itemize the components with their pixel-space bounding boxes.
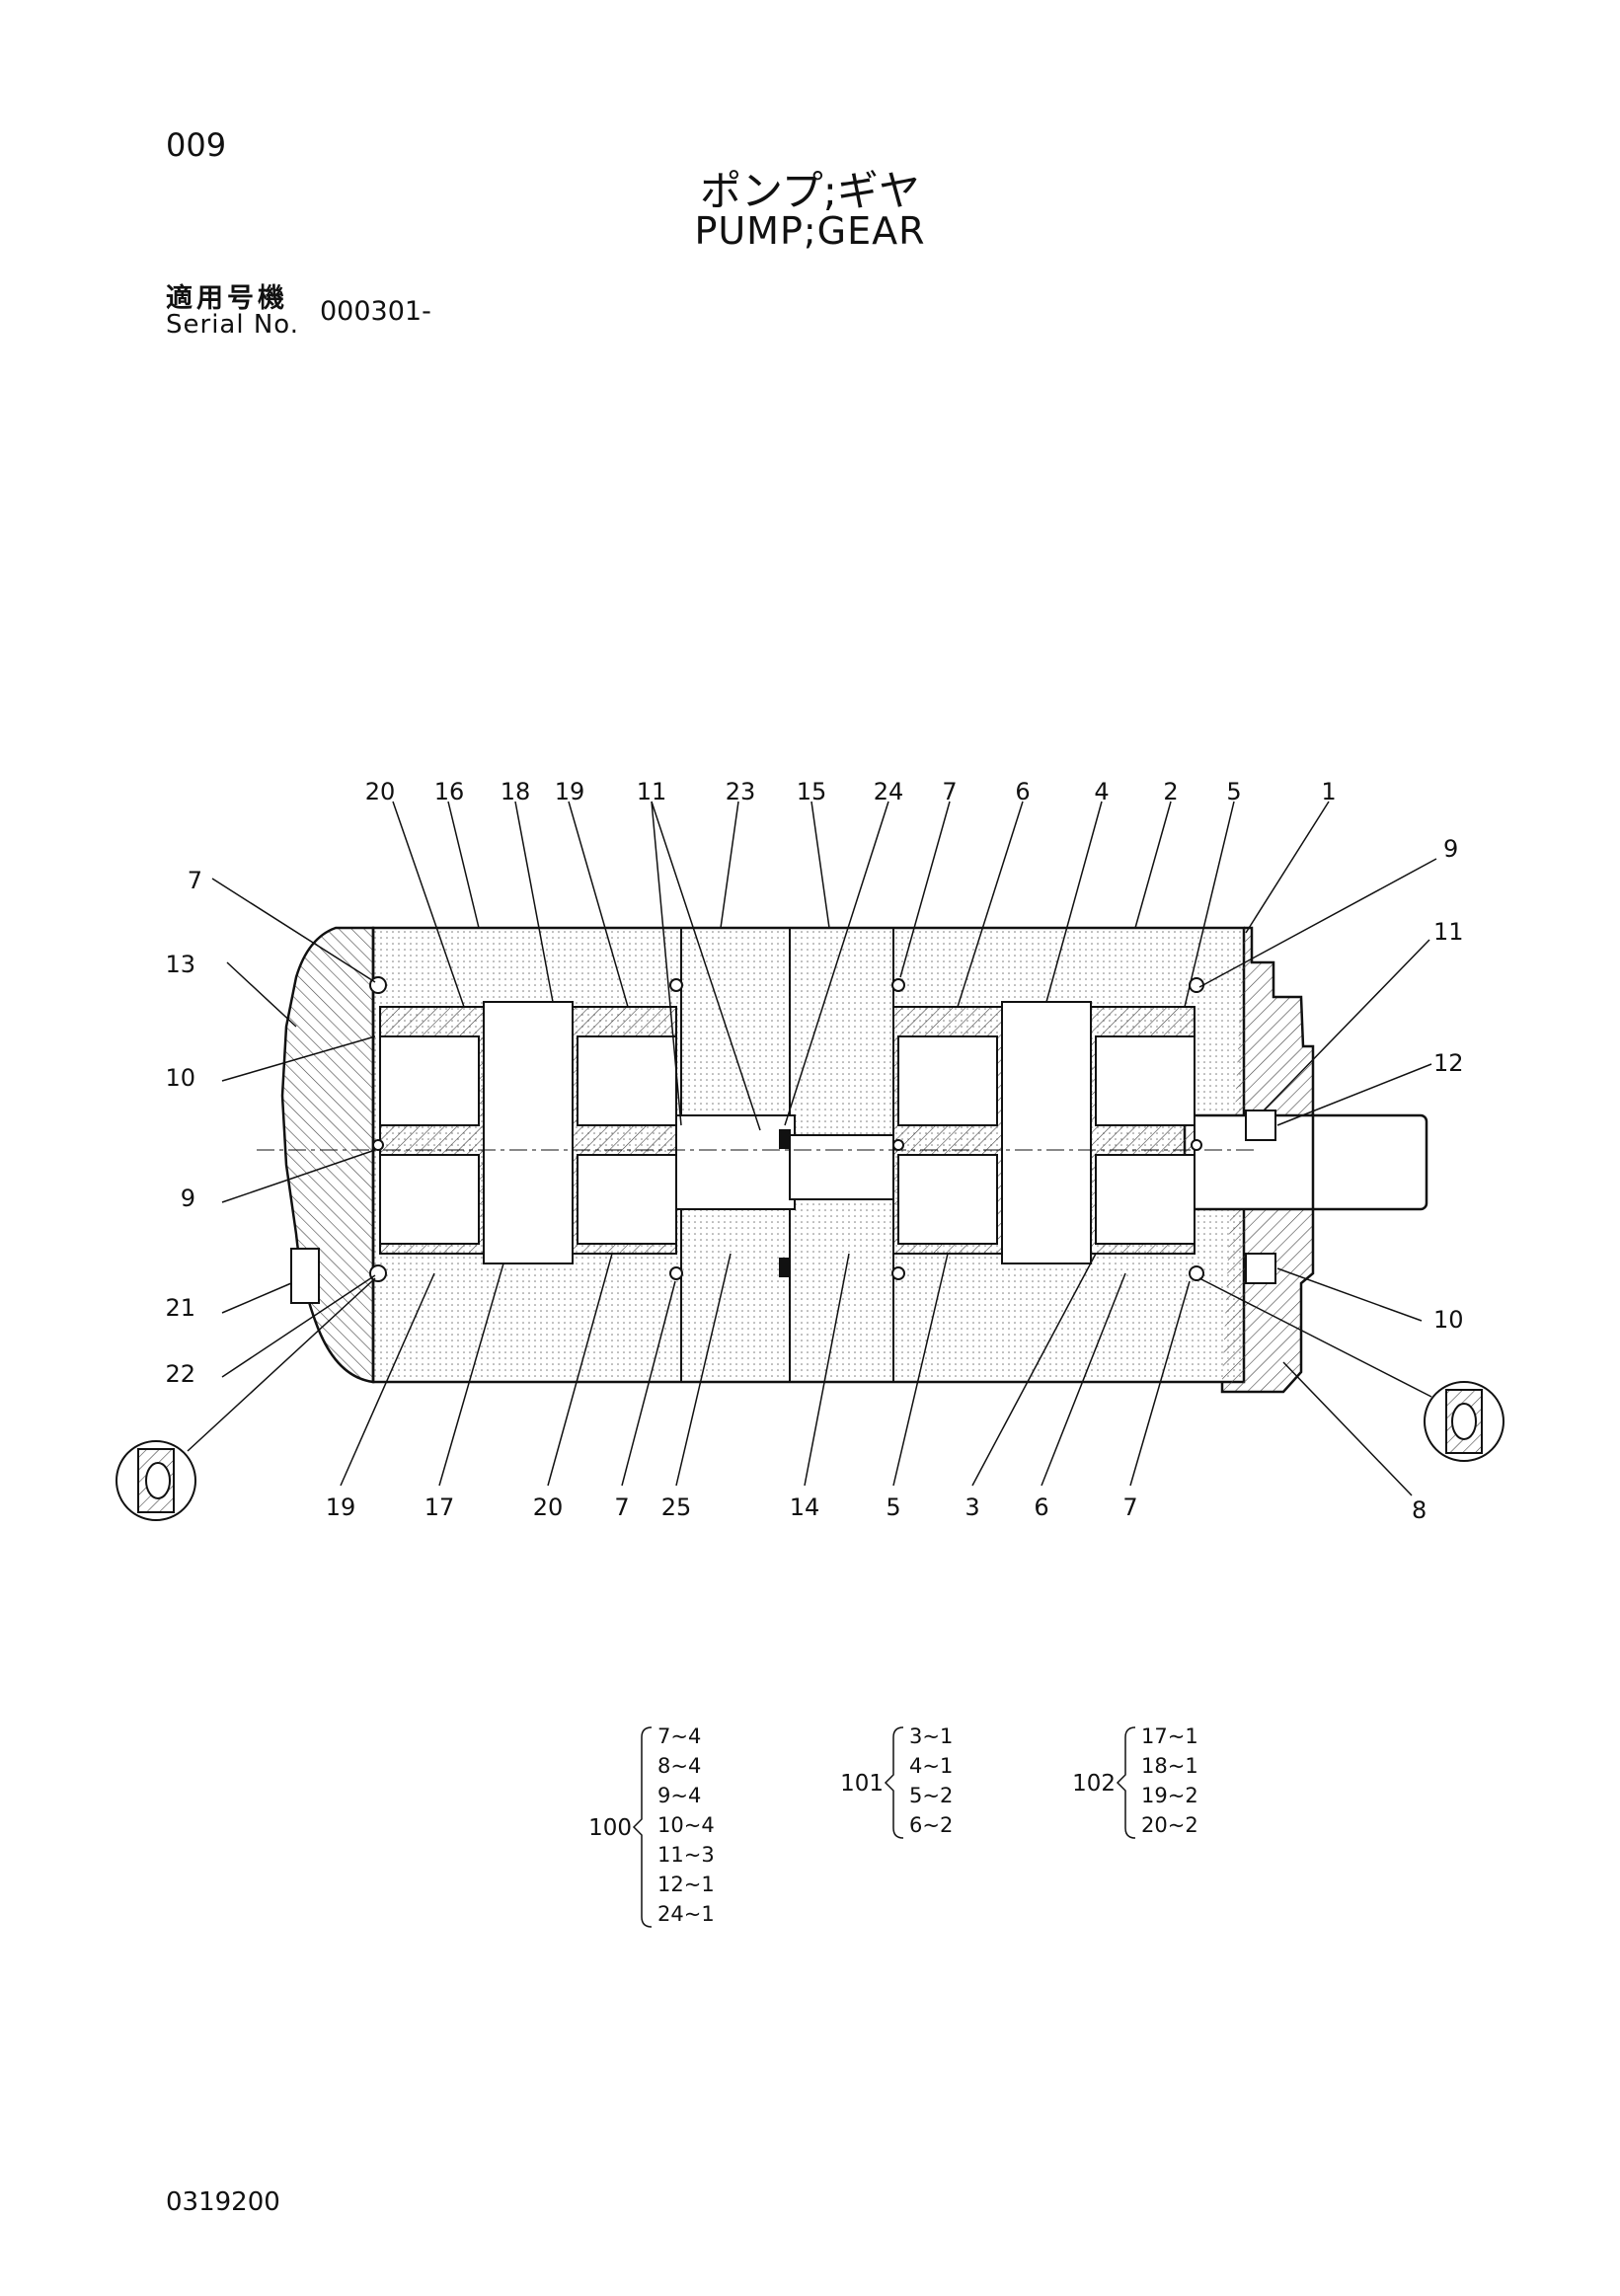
kit-item: 10~4 xyxy=(657,1813,715,1837)
callout-top-20: 20 xyxy=(365,778,396,805)
kit-id-101: 101 xyxy=(840,1771,884,1797)
kit-item: 7~4 xyxy=(657,1724,701,1748)
kit-item: 19~2 xyxy=(1141,1784,1198,1807)
kit-id-102: 102 xyxy=(1072,1771,1116,1797)
callout-top-19: 19 xyxy=(555,778,585,805)
callout-top-6: 6 xyxy=(1015,778,1030,805)
callout-top-15: 15 xyxy=(797,778,827,805)
callout-left-13: 13 xyxy=(165,951,195,978)
callout-bottom-7: 7 xyxy=(1122,1493,1137,1521)
kit-item: 20~2 xyxy=(1141,1813,1198,1837)
callout-left-21: 21 xyxy=(165,1294,195,1322)
callout-top-1: 1 xyxy=(1321,778,1336,805)
callout-right-8: 8 xyxy=(1412,1496,1427,1524)
callout-bottom-3: 3 xyxy=(964,1493,979,1521)
kit-brace-101 xyxy=(884,1726,904,1839)
kit-item: 5~2 xyxy=(909,1784,953,1807)
page-number: 009 xyxy=(166,126,227,164)
left-gear-set xyxy=(379,1001,796,1264)
kit-brace-100 xyxy=(632,1726,653,1928)
callout-top-18: 18 xyxy=(501,778,531,805)
callout-bottom-6: 6 xyxy=(1034,1493,1048,1521)
callout-right-10: 10 xyxy=(1433,1306,1464,1334)
kit-item: 8~4 xyxy=(657,1754,701,1778)
callout-right-11: 11 xyxy=(1433,918,1464,946)
callout-bottom-20: 20 xyxy=(533,1493,564,1521)
kit-item: 9~4 xyxy=(657,1784,701,1807)
kit-item: 6~2 xyxy=(909,1813,953,1837)
kit-item: 12~1 xyxy=(657,1873,715,1896)
callout-bottom-17: 17 xyxy=(424,1493,455,1521)
kit-id-100: 100 xyxy=(588,1815,632,1841)
kit-item: 17~1 xyxy=(1141,1724,1198,1748)
right-gear-set xyxy=(789,1001,1196,1264)
document-code: 0319200 xyxy=(166,2187,280,2217)
title-japanese: ポンプ;ギヤ xyxy=(700,167,920,215)
o-rings xyxy=(290,976,1276,1304)
kit-item: 18~1 xyxy=(1141,1754,1198,1778)
callout-right-12: 12 xyxy=(1433,1049,1464,1077)
callout-right-9: 9 xyxy=(1443,835,1458,863)
callout-top-2: 2 xyxy=(1163,778,1178,805)
kit-item: 4~1 xyxy=(909,1754,953,1778)
kit-item: 3~1 xyxy=(909,1724,953,1748)
kit-102: 102 17~1 18~1 19~2 20~2 xyxy=(1072,1724,1198,1839)
callout-top-4: 4 xyxy=(1094,778,1109,805)
callout-left-10: 10 xyxy=(165,1064,195,1092)
kit-101: 101 3~1 4~1 5~2 6~2 xyxy=(840,1724,953,1839)
callout-left-7: 7 xyxy=(188,867,202,894)
kit-item: 11~3 xyxy=(657,1843,715,1867)
kit-groupings: 100 7~4 8~4 9~4 10~4 11~3 12~1 24~1 101 3~1 4~1 5~2… xyxy=(588,1724,1198,1928)
o-ring-detail-right xyxy=(1424,1381,1504,1462)
kit-100: 100 7~4 8~4 9~4 10~4 11~3 12~1 24~1 xyxy=(588,1724,715,1928)
callout-left-9: 9 xyxy=(181,1185,195,1212)
callout-bottom-25: 25 xyxy=(661,1493,692,1521)
callout-bottom-19: 19 xyxy=(326,1493,356,1521)
callout-bottom-14: 14 xyxy=(790,1493,820,1521)
title-english: PUMP;GEAR xyxy=(694,209,926,253)
serial-label-english: Serial No. xyxy=(166,310,299,340)
callout-top-24: 24 xyxy=(874,778,904,805)
serial-number-value: 000301- xyxy=(320,296,431,327)
serial-label-japanese: 適用号機 xyxy=(166,283,288,314)
callout-top-11: 11 xyxy=(637,778,667,805)
callout-left-22: 22 xyxy=(165,1360,195,1388)
kit-brace-102 xyxy=(1116,1726,1136,1839)
leader-lines xyxy=(187,801,1437,1496)
callout-top-23: 23 xyxy=(726,778,756,805)
callout-top-5: 5 xyxy=(1226,778,1241,805)
kit-item: 24~1 xyxy=(657,1902,715,1926)
callout-bottom-7: 7 xyxy=(614,1493,629,1521)
callout-top-7: 7 xyxy=(942,778,957,805)
callout-top-16: 16 xyxy=(434,778,465,805)
callout-bottom-5: 5 xyxy=(886,1493,900,1521)
o-ring-detail-left xyxy=(116,1440,196,1521)
